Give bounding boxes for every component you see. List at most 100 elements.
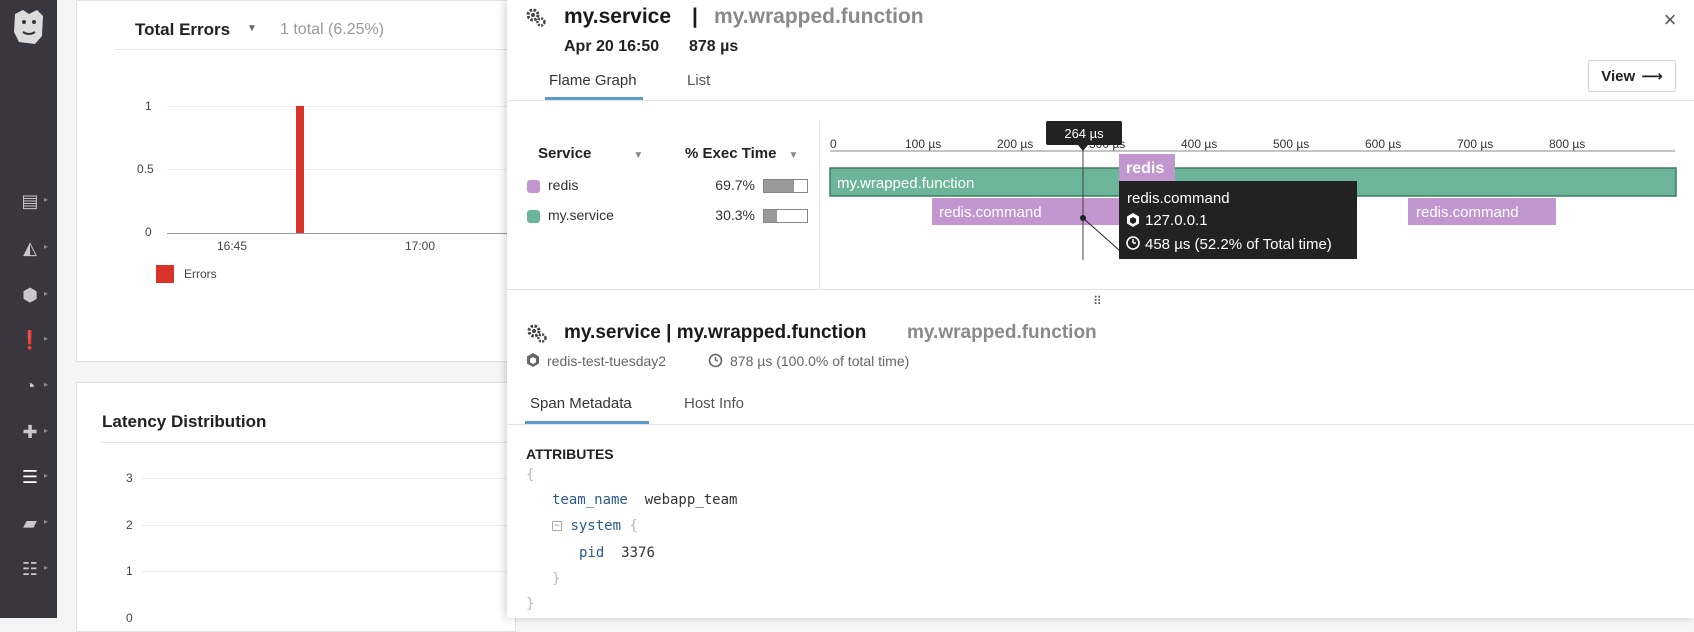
- y-tick: 0.5: [137, 162, 154, 176]
- attr-row-team-name: team_name webapp_team: [552, 492, 737, 508]
- chart-icon[interactable]: ◭▸: [23, 237, 49, 258]
- errors-panel: Total Errors ▼ 1 total (6.25%) 1 0.5 0 1…: [76, 0, 517, 362]
- tab-flame-graph[interactable]: Flame Graph: [549, 72, 637, 89]
- latency-panel: Latency Distribution 3 2 1 0: [76, 382, 517, 632]
- service-name: my.service: [548, 207, 614, 223]
- divider: [101, 442, 517, 443]
- gridline: [142, 478, 517, 479]
- legend-swatch: [156, 265, 174, 283]
- attr-value[interactable]: 3376: [621, 545, 655, 561]
- y-tick: 3: [126, 471, 133, 485]
- trace-service-name: my.service: [564, 5, 672, 28]
- divider: [115, 49, 517, 50]
- notebook-icon[interactable]: ▰▸: [23, 512, 49, 533]
- trace-panel: my.service | my.wrapped.function Apr 20 …: [507, 0, 1694, 618]
- divider: [507, 100, 1694, 101]
- attr-value[interactable]: webapp_team: [644, 492, 738, 508]
- datadog-logo-icon[interactable]: [9, 6, 49, 48]
- tab-list[interactable]: List: [687, 72, 711, 89]
- errors-title: Total Errors: [135, 20, 231, 39]
- json-brace: }: [552, 571, 560, 587]
- host-icon: [527, 353, 539, 367]
- service-row-redis[interactable]: redis 69.7%: [527, 175, 817, 199]
- gauge-icon[interactable]: ◔▸: [24, 375, 49, 396]
- legend-label: Errors: [184, 267, 217, 281]
- apm-icon[interactable]: ☰▸: [21, 466, 49, 487]
- gears-icon: [526, 8, 546, 27]
- attr-key: team_name: [552, 492, 628, 508]
- axis-tick-label: 600 µs: [1365, 137, 1401, 151]
- service-row-my-service[interactable]: my.service 30.3%: [527, 205, 817, 229]
- clock-icon: [1126, 236, 1140, 250]
- axis-tick-label: 400 µs: [1181, 137, 1217, 151]
- alert-icon[interactable]: ❗▸: [18, 329, 49, 350]
- axis-tick-label: 800 µs: [1549, 137, 1585, 151]
- y-tick: 1: [126, 564, 133, 578]
- tooltip-leader: [1082, 217, 1120, 251]
- latency-title: Latency Distribution: [102, 412, 267, 431]
- left-nav: ▤▸ ◭▸ ⬢▸ ❗▸ ◔▸ ✚▸ ☰▸ ▰▸ ☷▸: [0, 0, 57, 618]
- axis-tick-label: 100 µs: [905, 137, 941, 151]
- chevron-down-icon[interactable]: ▼: [247, 23, 257, 34]
- tooltip-host: 127.0.0.1: [1145, 212, 1208, 229]
- tooltip-title: redis.command: [1127, 190, 1230, 207]
- brace-open: {: [629, 518, 638, 534]
- logs-icon[interactable]: ☷▸: [21, 558, 49, 579]
- json-brace: {: [526, 467, 534, 483]
- span-label: redis.command: [939, 204, 1042, 221]
- view-button[interactable]: View ⟶: [1588, 60, 1676, 92]
- tab-span-metadata[interactable]: Span Metadata: [530, 395, 632, 412]
- y-tick: 2: [126, 518, 133, 532]
- axis-tick-label: 0: [830, 137, 837, 151]
- attr-row-system: − system {: [552, 518, 638, 534]
- y-tick: 0: [145, 225, 152, 239]
- arrow-right-icon: ⟶: [1641, 68, 1663, 85]
- brace-close: }: [526, 596, 535, 612]
- resize-handle-icon[interactable]: ⠿: [1093, 294, 1102, 308]
- span-host[interactable]: redis-test-tuesday2: [547, 353, 667, 369]
- trace-function-name: my.wrapped.function: [714, 5, 924, 28]
- tooltip-anchor-dot: [1080, 215, 1086, 221]
- cursor-time-label: 264 µs: [1064, 126, 1104, 141]
- gridline: [142, 525, 517, 526]
- flame-axis: 0 100 µs 200 µs 300 µs 400 µs 500 µs 600…: [830, 137, 1675, 152]
- service-pct: 30.3%: [715, 207, 755, 223]
- span-root-label: my.wrapped.function: [837, 175, 974, 192]
- gridline: [167, 169, 517, 170]
- exec-time-column-header[interactable]: % Exec Time▼: [685, 145, 798, 162]
- flame-graph[interactable]: 0 100 µs 200 µs 300 µs 400 µs 500 µs 600…: [507, 0, 1694, 290]
- chevron-down-icon: ▼: [633, 150, 644, 161]
- attr-key: system: [570, 518, 622, 534]
- errors-count: 1 total (6.25%): [280, 21, 385, 38]
- service-color-swatch: [527, 180, 540, 193]
- y-tick: 0: [126, 611, 133, 625]
- hexagons-icon[interactable]: ⬢▸: [22, 284, 49, 305]
- x-tick: 17:00: [405, 239, 436, 253]
- puzzle-icon[interactable]: ✚▸: [22, 421, 49, 442]
- gears-icon: [527, 324, 547, 343]
- axis-tick-label: 200 µs: [997, 137, 1033, 151]
- trace-duration: 878 µs: [689, 38, 739, 55]
- exec-time-bar-fill: [764, 180, 794, 192]
- list-icon[interactable]: ▤▸: [21, 190, 49, 211]
- view-button-label: View: [1601, 67, 1636, 85]
- tab-host-info[interactable]: Host Info: [684, 395, 745, 412]
- hover-service-badge: [1119, 154, 1175, 181]
- trace-header: my.service | my.wrapped.function Apr 20 …: [507, 0, 1694, 290]
- brace-open: {: [526, 467, 535, 483]
- close-button[interactable]: ×: [1663, 7, 1677, 32]
- title-separator: |: [692, 5, 698, 28]
- divider: [819, 122, 820, 290]
- collapse-toggle-icon[interactable]: −: [552, 521, 562, 531]
- service-color-swatch: [527, 210, 540, 223]
- service-column-header[interactable]: Service▼: [538, 145, 643, 162]
- exec-time-bar-fill: [764, 210, 778, 222]
- x-axis: [167, 233, 517, 234]
- attributes-heading: ATTRIBUTES: [526, 446, 614, 462]
- cursor-pointer: [1078, 145, 1088, 151]
- attr-row-pid: pid 3376: [579, 545, 655, 561]
- exec-time-bar: [763, 209, 808, 223]
- span-redis-command[interactable]: [1408, 198, 1556, 225]
- hover-service-name: redis: [1126, 160, 1164, 177]
- error-bar: [296, 106, 304, 233]
